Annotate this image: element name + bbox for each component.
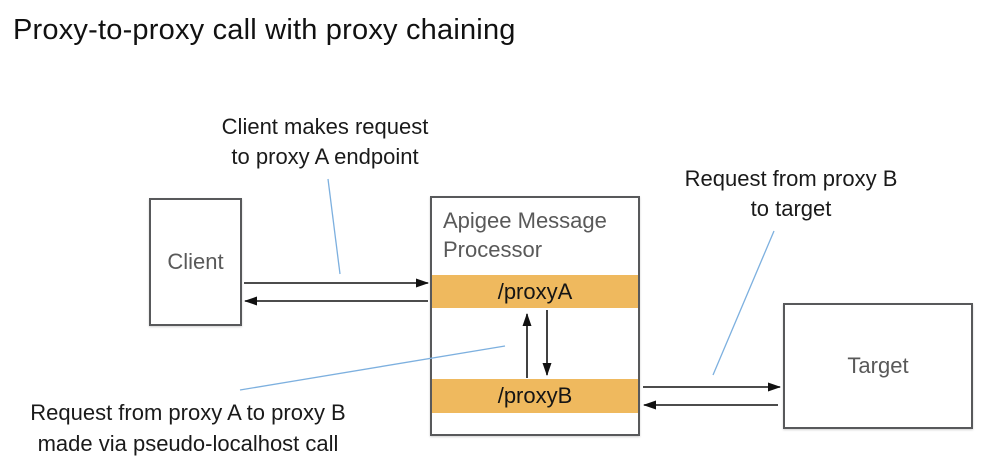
page-title: Proxy-to-proxy call with proxy chaining <box>13 14 516 46</box>
message-processor-box: Apigee Message Processor /proxyA /proxyB <box>430 196 640 436</box>
annotation-target-request: Request from proxy B to target <box>645 164 937 224</box>
annotation-target-request-line1: Request from proxy B <box>684 166 898 191</box>
annotation-proxy-chaining: Request from proxy A to proxy B made via… <box>8 397 368 459</box>
client-label: Client <box>167 249 224 274</box>
annotation-client-request: Client makes request to proxy A endpoint <box>168 112 482 172</box>
annotation-client-request-line2: to proxy A endpoint <box>231 144 419 169</box>
annotation-target-request-line2: to target <box>750 196 832 221</box>
callout-line-client-request <box>327 178 341 275</box>
target-label: Target <box>847 353 909 378</box>
annotation-proxy-chaining-line1: Request from proxy A to proxy B <box>30 400 346 425</box>
annotation-client-request-line1: Client makes request <box>221 114 429 139</box>
proxy-b-endpoint-bar: /proxyB <box>432 379 638 413</box>
callout-line-target-request <box>712 230 775 376</box>
target-box: Target <box>783 303 973 429</box>
message-processor-label: Apigee Message Processor <box>443 208 607 262</box>
annotation-proxy-chaining-line2: made via pseudo-localhost call <box>37 431 339 456</box>
proxy-a-endpoint-label: /proxyA <box>497 278 573 304</box>
client-box: Client <box>149 198 242 326</box>
proxy-b-endpoint-label: /proxyB <box>497 383 573 408</box>
proxy-a-endpoint-bar: /proxyA <box>432 275 638 308</box>
